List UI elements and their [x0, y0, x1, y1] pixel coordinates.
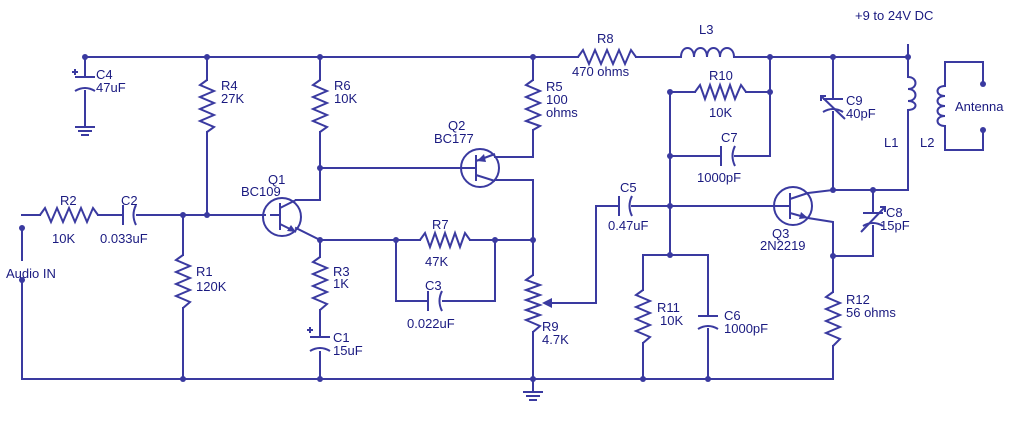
l1-name: L1	[884, 135, 898, 150]
r5-unit: ohms	[546, 105, 578, 120]
r11-value: 10K	[660, 313, 683, 328]
transistor-q2	[460, 148, 500, 188]
resistor-r3	[310, 256, 330, 311]
r8-value: 470 ohms	[572, 64, 630, 79]
r10-value: 10K	[709, 105, 732, 120]
r3-name: R3	[333, 264, 350, 279]
c9-name: C9	[846, 93, 863, 108]
c2-value: 0.033uF	[100, 231, 148, 246]
c4-value: 47uF	[96, 80, 126, 95]
labels: +9 to 24V DC Audio IN Antenna C4 47uF R4…	[6, 8, 1004, 358]
resistor-r7	[419, 230, 471, 250]
r5-name: R5	[546, 79, 563, 94]
capacitor-c5	[618, 195, 633, 217]
variable-capacitor-c8	[860, 206, 886, 233]
r4-name: R4	[221, 78, 238, 93]
potentiometer-r9	[523, 274, 552, 333]
resistor-r10	[694, 82, 747, 102]
ground-symbol-main	[523, 391, 543, 401]
inductor-l2	[936, 85, 946, 127]
c6-name: C6	[724, 308, 741, 323]
r1-value: 120K	[196, 279, 227, 294]
supply-voltage-label: +9 to 24V DC	[855, 8, 933, 23]
resistor-r2	[39, 205, 99, 225]
resistor-r6	[310, 79, 330, 133]
r1-name: R1	[196, 264, 213, 279]
r9-name: R9	[542, 319, 559, 334]
resistor-r1	[173, 254, 193, 309]
capacitor-c3	[427, 290, 443, 312]
resistor-r8	[577, 47, 637, 67]
q1-type: BC109	[241, 184, 281, 199]
resistor-r11	[633, 289, 653, 344]
c1-name: C1	[333, 330, 350, 345]
q3-type: 2N2219	[760, 238, 806, 253]
c3-name: C3	[425, 278, 442, 293]
c5-value: 0.47uF	[608, 218, 649, 233]
capacitor-c7	[720, 145, 736, 167]
q2-type: BC177	[434, 131, 474, 146]
capacitor-c2	[122, 204, 137, 226]
c7-value: 1000pF	[697, 170, 741, 185]
r12-name: R12	[846, 292, 870, 307]
junction-dots	[19, 54, 986, 382]
r5-value: 100	[546, 92, 568, 107]
r7-value: 47K	[425, 254, 448, 269]
r2-value: 10K	[52, 231, 75, 246]
transistor-q3	[773, 186, 813, 226]
l2-name: L2	[920, 135, 934, 150]
c8-value: 15pF	[880, 218, 910, 233]
r4-value: 27K	[221, 91, 244, 106]
q3-name: Q3	[772, 226, 789, 241]
audio-input-label: Audio IN	[6, 266, 56, 281]
transistor-q1	[262, 197, 302, 237]
variable-capacitor-c9	[820, 95, 846, 120]
r10-name: R10	[709, 68, 733, 83]
r3-value: 1K	[333, 276, 349, 291]
r9-value: 4.7K	[542, 332, 569, 347]
resistor-r4	[197, 79, 217, 133]
c1-value: 15uF	[333, 343, 363, 358]
c2-name: C2	[121, 193, 138, 208]
c7-name: C7	[721, 130, 738, 145]
c5-name: C5	[620, 180, 637, 195]
ground-symbol-c4	[75, 126, 95, 136]
l3-name: L3	[699, 22, 713, 37]
r2-name: R2	[60, 193, 77, 208]
r7-name: R7	[432, 217, 449, 232]
c9-value: 40pF	[846, 106, 876, 121]
capacitor-c6	[697, 315, 719, 330]
c4-name: C4	[96, 67, 113, 82]
c3-value: 0.022uF	[407, 316, 455, 331]
inductor-l3	[680, 47, 735, 58]
r8-name: R8	[597, 31, 614, 46]
resistor-r5	[523, 79, 543, 131]
resistor-r12	[823, 291, 843, 347]
capacitor-c4	[72, 69, 96, 92]
r6-value: 10K	[334, 91, 357, 106]
c8-name: C8	[886, 205, 903, 220]
wires	[21, 44, 984, 392]
antenna-label: Antenna	[955, 99, 1004, 114]
c6-value: 1000pF	[724, 321, 768, 336]
q2-name: Q2	[448, 118, 465, 133]
r6-name: R6	[334, 78, 351, 93]
capacitor-c1	[307, 327, 331, 352]
inductor-l1	[907, 76, 917, 111]
r11-name: R11	[657, 300, 680, 315]
r12-value: 56 ohms	[846, 305, 896, 320]
q1-name: Q1	[268, 172, 285, 187]
